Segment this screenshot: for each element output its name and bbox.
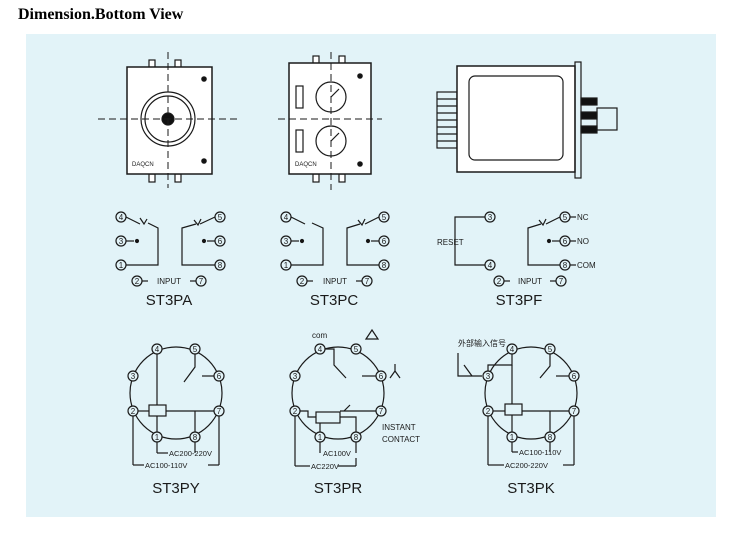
voltage-label-ac100v: AC100V (323, 449, 351, 458)
svg-text:3: 3 (119, 237, 124, 246)
svg-text:1: 1 (119, 261, 124, 270)
instant-label: INSTANT (382, 423, 416, 432)
svg-text:8: 8 (382, 261, 387, 270)
model-label-st3pk: ST3PK (507, 480, 555, 497)
svg-text:5: 5 (193, 345, 198, 354)
svg-text:2: 2 (497, 277, 502, 286)
nc-label: NC (577, 213, 589, 222)
voltage-label-ac100-110: AC100-110V (519, 448, 561, 457)
model-label-st3pr: ST3PR (314, 480, 363, 497)
svg-text:3: 3 (131, 372, 136, 381)
svg-text:4: 4 (488, 261, 493, 270)
svg-text:6: 6 (382, 237, 387, 246)
voltage-label-ac200-220: AC200-220V (505, 461, 548, 470)
com-label: COM (577, 261, 596, 270)
svg-text:7: 7 (199, 277, 204, 286)
voltage-label-ac200-220: AC200-220V (169, 449, 212, 458)
page-title: Dimension.Bottom View (18, 6, 184, 23)
svg-text:3: 3 (488, 213, 493, 222)
svg-text:8: 8 (218, 261, 223, 270)
svg-text:7: 7 (559, 277, 564, 286)
schematic-st3py: 4 5 3 6 2 7 1 8 AC200-220V AC100-110V ST… (127, 343, 225, 497)
svg-text:8: 8 (563, 261, 568, 270)
svg-text:1: 1 (155, 433, 160, 442)
reset-label: RESET (437, 238, 464, 247)
svg-text:6: 6 (217, 372, 222, 381)
svg-text:6: 6 (379, 372, 384, 381)
svg-text:5: 5 (218, 213, 223, 222)
contact-label: CONTACT (382, 435, 420, 444)
svg-text:4: 4 (155, 345, 160, 354)
svg-text:3: 3 (284, 237, 289, 246)
brand-label: DAQCN (132, 162, 154, 168)
svg-text:5: 5 (354, 345, 359, 354)
svg-text:8: 8 (193, 433, 198, 442)
svg-text:1: 1 (510, 433, 515, 442)
svg-text:2: 2 (300, 277, 305, 286)
device-st3pa-front: DAQCN (98, 52, 240, 188)
svg-text:2: 2 (486, 407, 491, 416)
svg-text:7: 7 (572, 407, 577, 416)
svg-text:5: 5 (382, 213, 387, 222)
model-label-st3pc: ST3PC (310, 292, 359, 309)
input-label: INPUT (518, 277, 542, 286)
svg-text:6: 6 (572, 372, 577, 381)
external-input-label: 外部输入信号 (458, 338, 506, 348)
svg-text:1: 1 (318, 433, 323, 442)
svg-text:7: 7 (365, 277, 370, 286)
no-label: NO (577, 237, 589, 246)
voltage-label-ac100-110: AC100-110V (145, 461, 187, 470)
svg-text:4: 4 (119, 213, 124, 222)
svg-text:7: 7 (217, 407, 222, 416)
svg-text:1: 1 (284, 261, 289, 270)
svg-text:3: 3 (293, 372, 298, 381)
device-st3pc-front: DAQCN (278, 52, 382, 190)
svg-text:2: 2 (131, 407, 136, 416)
schematic-st3pr: com 4 5 3 6 2 7 1 8 INSTANT CONTACT AC10… (289, 328, 420, 497)
svg-text:5: 5 (563, 213, 568, 222)
svg-text:4: 4 (284, 213, 289, 222)
model-label-st3py: ST3PY (152, 480, 200, 497)
svg-text:8: 8 (548, 433, 553, 442)
com-label: com (312, 331, 327, 340)
svg-text:8: 8 (354, 433, 359, 442)
schematic-st3pf: RESET 3 4 5 6 8 NC NO COM 2 INPUT 7 ST3P… (437, 211, 596, 309)
schematic-st3pc: 4 3 1 5 6 8 2 INPUT 7 ST3PC (280, 211, 390, 309)
svg-text:3: 3 (486, 372, 491, 381)
input-label: INPUT (157, 277, 181, 286)
svg-text:5: 5 (548, 345, 553, 354)
svg-text:7: 7 (379, 407, 384, 416)
input-label: INPUT (323, 277, 347, 286)
model-label-st3pa: ST3PA (146, 292, 192, 309)
svg-text:6: 6 (563, 237, 568, 246)
schematic-st3pk: 外部输入信号 4 5 3 6 2 7 1 8 AC100-110V AC200-… (457, 338, 580, 497)
svg-text:4: 4 (510, 345, 515, 354)
svg-text:4: 4 (318, 345, 323, 354)
svg-text:2: 2 (293, 407, 298, 416)
device-side-view (436, 61, 618, 179)
model-label-st3pf: ST3PF (496, 292, 543, 309)
svg-text:6: 6 (218, 237, 223, 246)
voltage-label-ac220v: AC220V (311, 462, 339, 471)
schematic-st3pa: 4 3 1 5 6 8 2 INPUT 7 ST3PA (115, 211, 226, 309)
brand-label: DAQCN (295, 162, 317, 168)
svg-text:2: 2 (135, 277, 140, 286)
